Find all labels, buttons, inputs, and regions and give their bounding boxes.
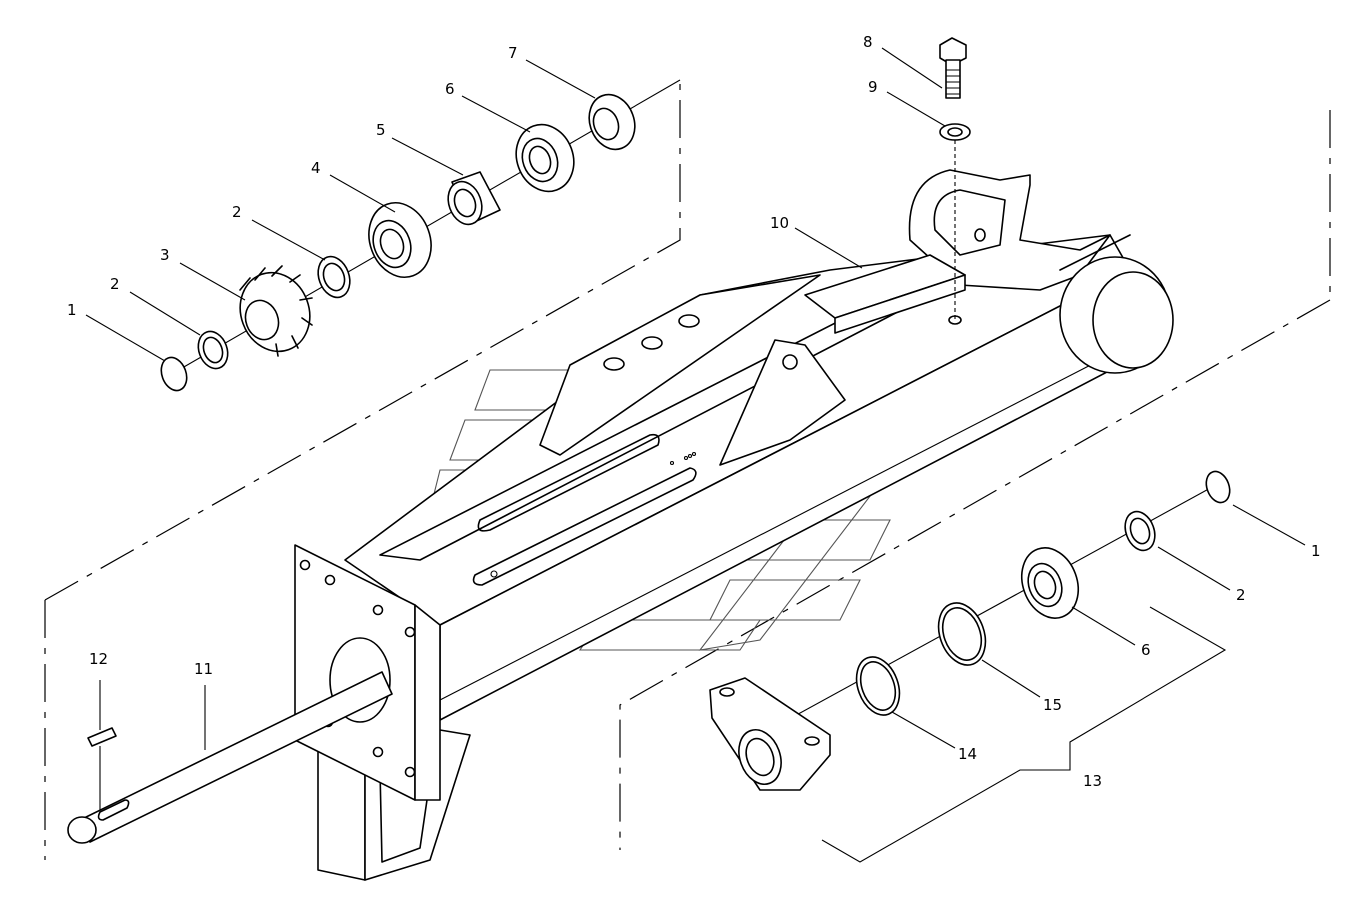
callout-4: 4 <box>311 159 321 177</box>
callout-15: 15 <box>1043 696 1062 714</box>
callout-labels: 1 2 3 2 4 5 6 7 8 9 10 11 12 1 2 6 15 14… <box>67 33 1321 790</box>
callout-14: 14 <box>958 745 977 763</box>
shaft-assembly <box>67 671 393 844</box>
callout-6-upper: 6 <box>445 80 455 98</box>
callout-3: 3 <box>160 246 170 264</box>
upper-exploded-parts <box>160 37 971 392</box>
callout-1-upper: 1 <box>67 301 77 319</box>
callout-2-upper-right: 2 <box>232 203 242 221</box>
callout-7: 7 <box>508 44 518 62</box>
assembly-boundary <box>44 80 1331 860</box>
callout-13: 13 <box>1083 772 1102 790</box>
callout-8: 8 <box>863 33 873 51</box>
callout-9: 9 <box>868 78 878 96</box>
main-frame <box>294 140 1174 881</box>
callout-6-lower: 6 <box>1141 641 1151 659</box>
callout-leaders <box>85 47 1306 749</box>
lower-exploded-parts <box>709 470 1231 863</box>
callout-10: 10 <box>770 214 789 232</box>
callout-5: 5 <box>376 121 386 139</box>
callout-12: 12 <box>89 650 108 668</box>
callout-1-lower: 1 <box>1311 542 1321 560</box>
callout-2-lower: 2 <box>1236 586 1246 604</box>
callout-2-upper-left: 2 <box>110 275 120 293</box>
callout-11: 11 <box>194 660 213 678</box>
